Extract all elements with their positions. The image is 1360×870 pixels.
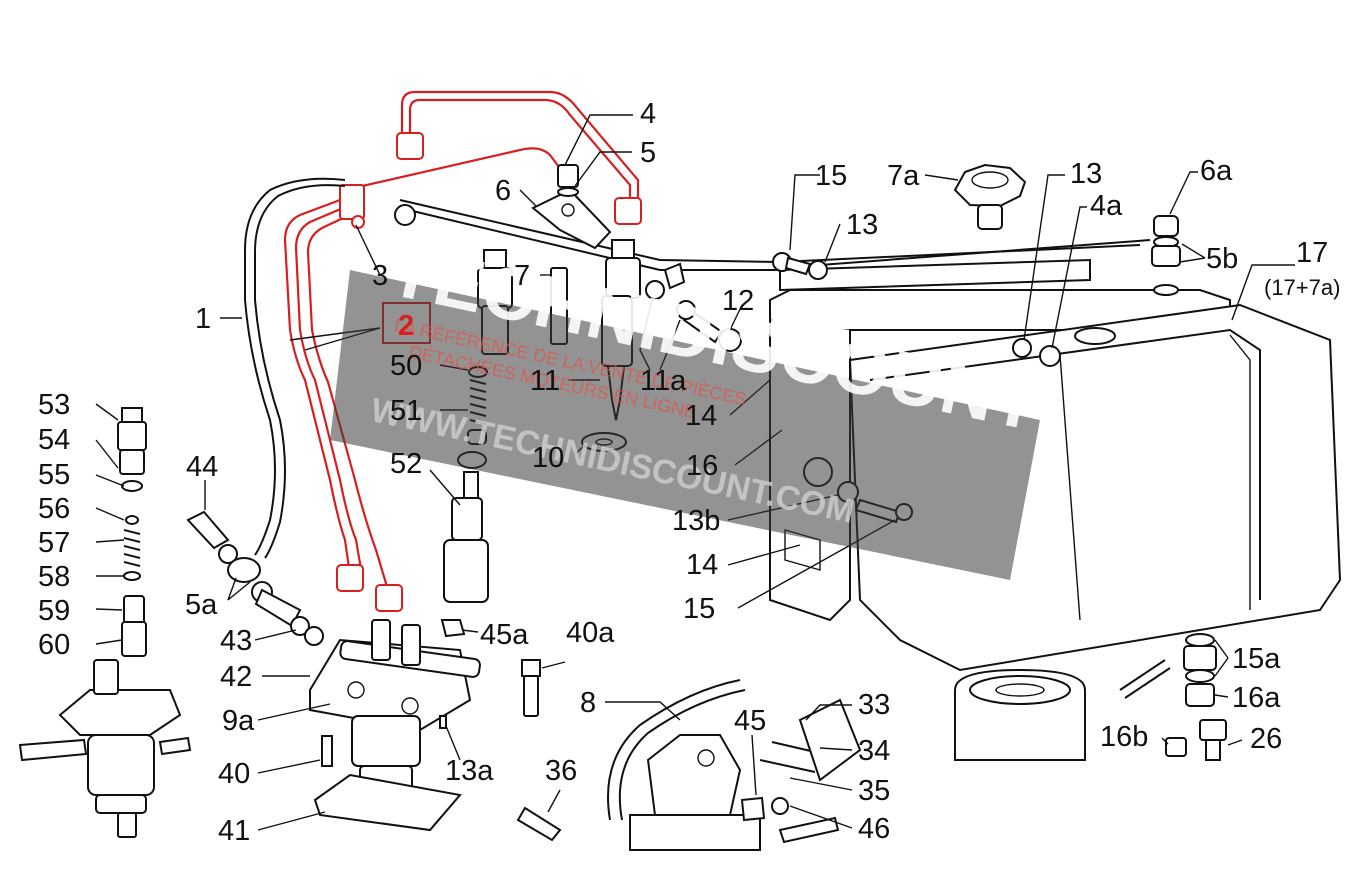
label-5: 5 [640,137,656,169]
fuel-lines [244,177,1171,821]
injection-pump-assembly[interactable] [18,407,192,838]
tank-fittings [772,215,1181,296]
feed-pump-assembly[interactable] [309,619,541,832]
label-13-mid: 13 [846,209,878,241]
filler-cap-7a[interactable] [953,163,1027,230]
label-5b: 5b [1206,243,1238,275]
label-52: 52 [390,448,422,480]
label-7a: 7a [887,160,920,192]
label-3: 3 [372,260,388,292]
label-6a: 6a [1200,155,1233,187]
bolt-12 [682,308,742,352]
label-13-top: 13 [1070,158,1102,190]
label-7: 7 [514,260,530,292]
label-2-highlighted: 2 [398,310,414,342]
washers-11a [645,262,696,320]
label-45a: 45a [480,619,529,651]
label-50: 50 [390,350,422,382]
label-16: 16 [686,450,718,482]
injection-pipes-highlighted[interactable] [283,90,642,612]
label-12: 12 [722,285,754,317]
label-5a: 5a [185,589,218,621]
label-58: 58 [38,561,70,593]
label-13b: 13b [672,505,720,537]
fuel-filter-pump[interactable] [516,698,862,851]
label-42: 42 [220,661,252,693]
label-57: 57 [38,527,70,559]
label-8: 8 [580,687,596,719]
label-46: 46 [858,813,890,845]
label-56: 56 [38,493,70,525]
label-26: 26 [1250,723,1282,755]
label-14-top: 14 [685,400,717,432]
label-16b: 16b [1100,721,1148,753]
return-fittings [1165,633,1227,761]
fittings-5a-44 [186,510,324,646]
label-45: 45 [734,705,766,737]
label-54: 54 [38,424,70,456]
label-17: 17 [1296,237,1328,269]
label-34: 34 [858,735,890,767]
label-51: 51 [390,395,422,427]
label-11: 11 [530,365,560,397]
label-1: 1 [195,303,211,335]
label-4: 4 [640,98,656,130]
part-labels: 1 2 3 4 5 6 7 7a 8 9a 10 11 11a 12 13 13… [38,98,1340,847]
label-9a: 9a [222,705,255,737]
fuel-tank[interactable] [769,258,1342,761]
label-36: 36 [545,755,577,787]
label-60: 60 [38,629,70,661]
label-10: 10 [532,442,564,474]
label-41: 41 [218,815,250,847]
label-33: 33 [858,689,890,721]
label-44: 44 [186,451,218,483]
label-11a: 11a [640,365,687,397]
label-43: 43 [220,625,252,657]
label-55: 55 [38,459,70,491]
label-53: 53 [38,389,70,421]
label-14-bot: 14 [686,549,718,581]
label-40a: 40a [566,617,615,649]
label-6: 6 [495,175,511,207]
label-17-subtitle: (17+7a) [1264,275,1340,300]
label-15a: 15a [1232,643,1281,675]
label-40: 40 [218,758,250,790]
label-15-bot: 15 [683,593,715,625]
label-13a: 13a [445,755,494,787]
clamp-6 [531,164,612,250]
label-35: 35 [858,775,890,807]
label-4a: 4a [1090,190,1123,222]
label-15-top: 15 [815,160,847,192]
label-16a: 16a [1232,682,1281,714]
label-59: 59 [38,595,70,627]
